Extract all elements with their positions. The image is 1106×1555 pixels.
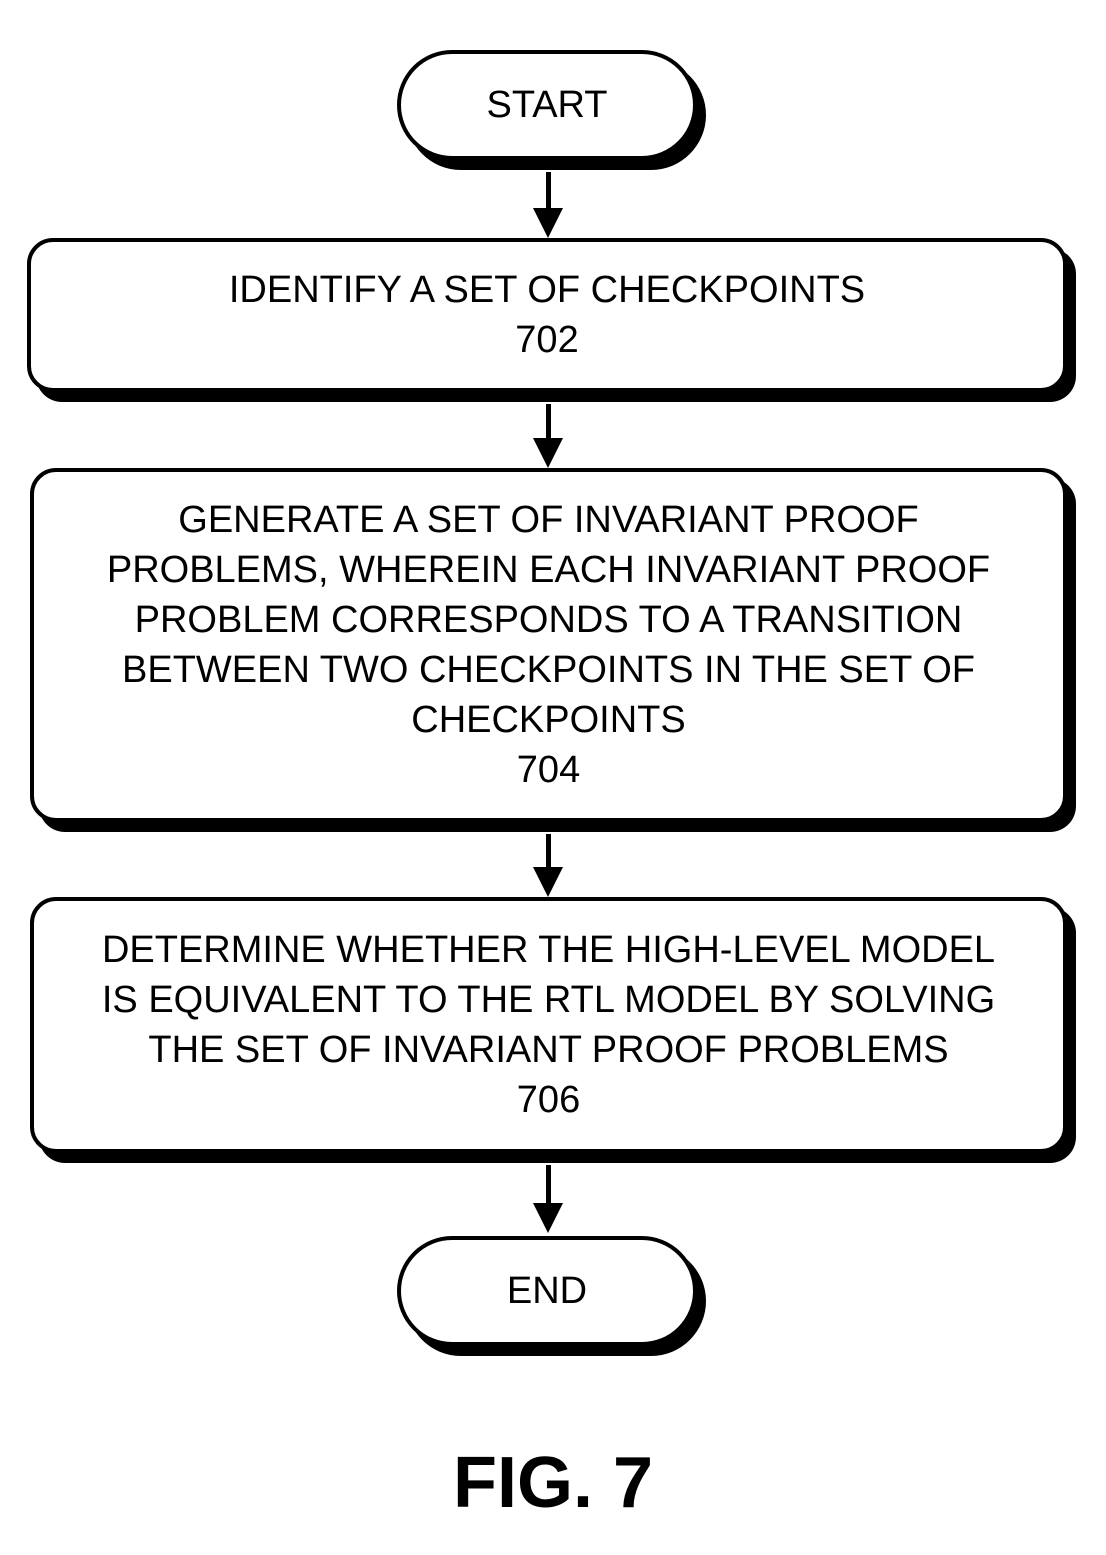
start-label: START — [486, 83, 608, 126]
end-label: END — [506, 1269, 588, 1312]
step-704-box: GENERATE A SET OF INVARIANT PROOF PROBLE… — [30, 468, 1067, 822]
step-702-text: IDENTIFY A SET OF CHECKPOINTS — [228, 269, 866, 311]
step-706-text: DETERMINE WHETHER THE HIGH-LEVEL MODEL I… — [101, 929, 996, 1071]
figure-label: FIG. 7 — [452, 1443, 654, 1523]
step-704-text: GENERATE A SET OF INVARIANT PROOF PROBLE… — [106, 499, 991, 741]
start-terminal: START — [397, 50, 697, 160]
step-702-number: 702 — [515, 319, 579, 361]
end-terminal: END — [397, 1236, 697, 1346]
step-702-box: IDENTIFY A SET OF CHECKPOINTS 702 — [27, 238, 1067, 392]
step-706-box: DETERMINE WHETHER THE HIGH-LEVEL MODEL I… — [30, 897, 1067, 1153]
step-706-number: 706 — [516, 1079, 581, 1121]
step-704-number: 704 — [516, 749, 581, 791]
